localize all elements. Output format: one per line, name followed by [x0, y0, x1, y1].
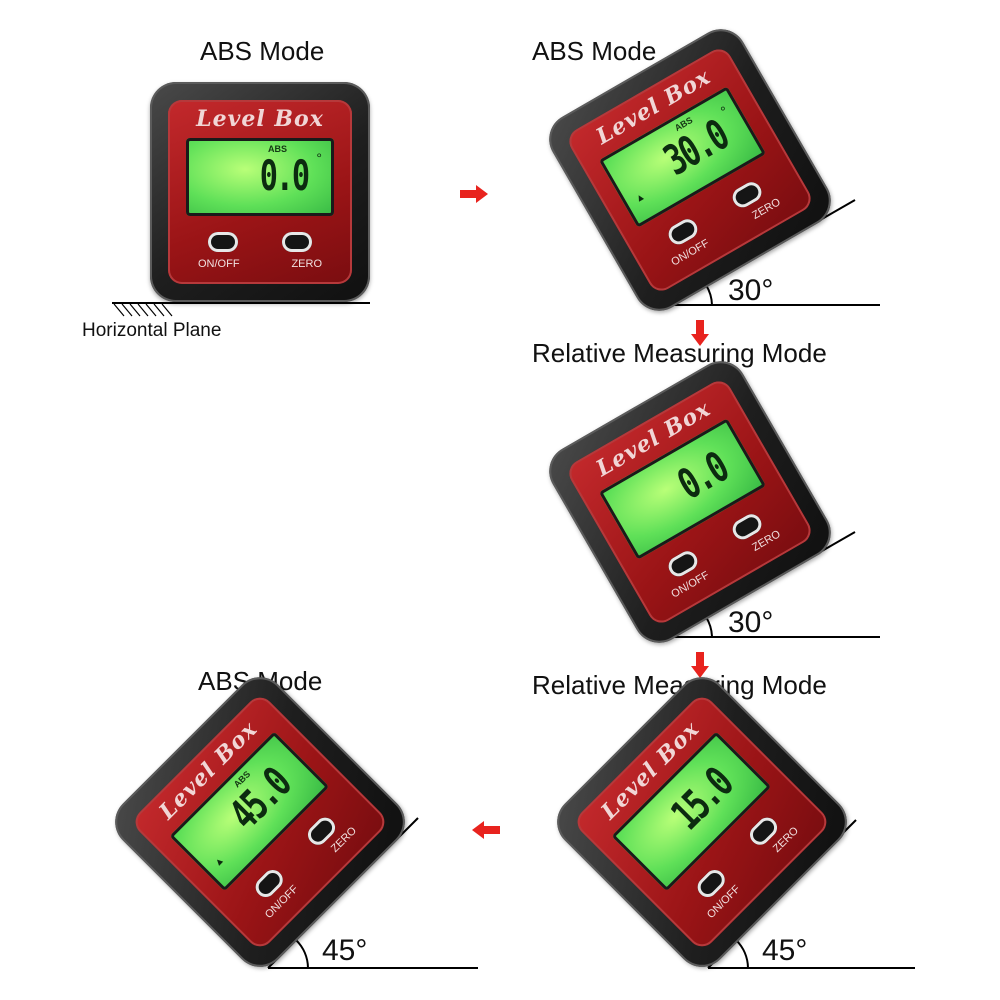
angle-label-2: 30°: [728, 274, 774, 307]
down-arrow-icon: [691, 320, 709, 346]
direction-triangle-icon: ▲: [633, 190, 648, 206]
horizontal-plane-label: Horizontal Plane: [82, 320, 222, 341]
angle-reading: 0.0: [669, 442, 736, 509]
degree-symbol: °: [717, 102, 731, 120]
direction-triangle-icon: ▲: [211, 854, 227, 870]
angle-label-4: 45°: [762, 934, 808, 967]
mode-title-1: ABS Mode: [200, 36, 325, 66]
angle-reading: 15.0: [661, 759, 742, 840]
angle-label-3: 30°: [728, 606, 774, 639]
angle-reading: 0.0: [259, 151, 310, 200]
down-arrow-icon: [691, 652, 709, 678]
angle-label-5: 45°: [322, 934, 368, 967]
lcd-display: ABS 0.0 °: [186, 138, 334, 216]
angle-reading: 30.0: [655, 110, 736, 186]
level-box-device-1: Level Box ABS 0.0 ° ON/OFF ZERO: [150, 82, 370, 302]
mode-title-2: ABS Mode: [532, 36, 657, 66]
mode-title-3: Relative Measuring Mode: [532, 338, 827, 368]
degree-symbol: °: [316, 150, 322, 166]
level-box-device-3: Level Box 0.0 ON/OFF ZERO: [539, 351, 841, 653]
zero-button[interactable]: [282, 232, 312, 252]
on-off-label: ON/OFF: [198, 258, 240, 270]
abs-indicator: ABS: [268, 144, 288, 154]
zero-label: ZERO: [291, 258, 322, 270]
on-off-button[interactable]: [208, 232, 238, 252]
angle-reading: 45.0: [219, 759, 300, 840]
right-arrow-icon: [460, 185, 488, 203]
level-box-device-5: Level Box ABS ▲ 45.0 ON/OFF ZERO: [104, 666, 416, 978]
level-box-device-4: Level Box 15.0 ON/OFF ZERO: [546, 666, 858, 978]
left-arrow-icon: [472, 821, 500, 839]
brand-label: Level Box: [196, 106, 324, 132]
